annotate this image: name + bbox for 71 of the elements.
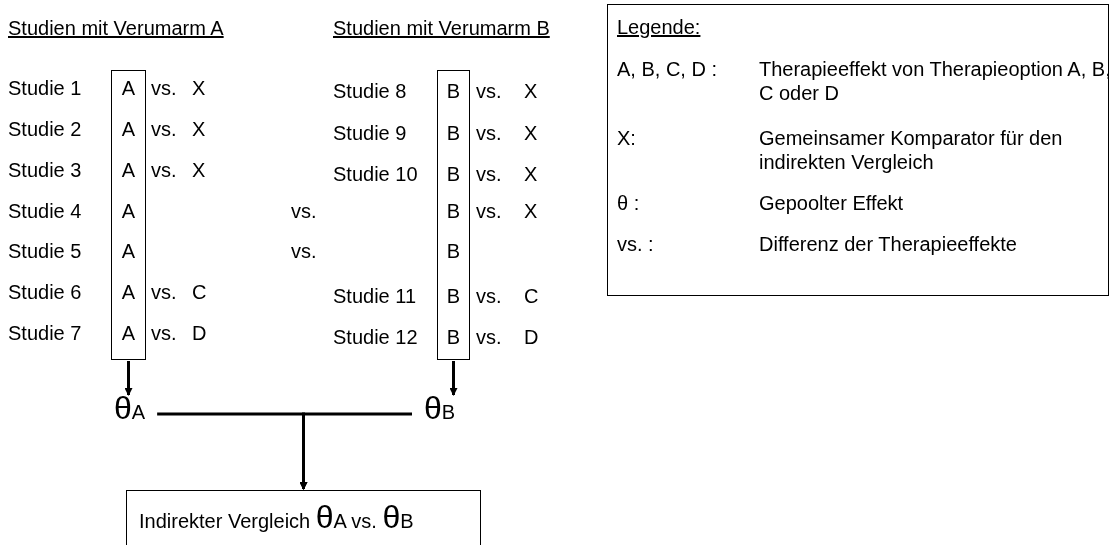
result-box xyxy=(126,490,481,545)
label-text: vs. xyxy=(151,321,177,345)
label-text: C xyxy=(192,280,207,304)
label-text: X xyxy=(524,79,538,103)
arrow xyxy=(299,412,412,490)
effect-column-box xyxy=(437,70,470,360)
label-text: Studie 8 xyxy=(333,79,407,103)
label-text: X xyxy=(192,117,206,141)
effect-letter: B xyxy=(445,162,462,186)
legend-box xyxy=(607,4,1109,296)
label-text: vs. xyxy=(476,284,502,308)
effect-letter: B xyxy=(445,79,462,103)
column-heading: Studien mit Verumarm A xyxy=(8,16,224,40)
legend-title: Legende: xyxy=(617,15,701,39)
legend-description: Gepoolter Effekt xyxy=(759,191,905,215)
label-text: vs. xyxy=(476,325,502,349)
label-text: D xyxy=(524,325,539,349)
label-text: X xyxy=(524,121,538,145)
label-text: Studie 11 xyxy=(333,284,417,308)
effect-letter: B xyxy=(445,199,462,223)
label-text: vs. xyxy=(476,162,502,186)
legend-description: Differenz der Therapieeffekte xyxy=(759,232,1018,256)
effect-letter: A xyxy=(120,321,137,345)
label-text: Studie 3 xyxy=(8,158,82,182)
label-text: vs. xyxy=(151,158,177,182)
effect-letter: A xyxy=(120,76,137,100)
arrow xyxy=(449,361,458,396)
label-text: Studie 1 xyxy=(8,76,82,100)
label-text: Studie 6 xyxy=(8,280,82,304)
label-text: Studie 10 xyxy=(333,162,418,186)
effect-letter: B xyxy=(445,239,462,263)
label-text: X xyxy=(524,162,538,186)
effect-letter: A xyxy=(120,239,137,263)
label-text: X xyxy=(192,158,206,182)
label-text: D xyxy=(192,321,207,345)
effect-letter: B xyxy=(445,284,462,308)
label-text: vs. xyxy=(151,280,177,304)
effect-letter: A xyxy=(120,117,137,141)
label-text: vs. xyxy=(291,239,317,263)
label-text: X xyxy=(524,199,538,223)
label-text: Studie 2 xyxy=(8,117,82,141)
label-text: C xyxy=(524,284,539,308)
legend-description: Gemeinsamer Komparator für den indirekten Vergleich xyxy=(759,126,1064,174)
pooled-effect-label: θA xyxy=(114,396,146,424)
legend-term: A, B, C, D : xyxy=(617,57,718,81)
column-heading: Studien mit Verumarm B xyxy=(333,16,550,40)
label-text: vs. xyxy=(476,199,502,223)
effect-letter: B xyxy=(445,325,462,349)
label-text: Studie 5 xyxy=(8,239,82,263)
effect-letter: A xyxy=(120,158,137,182)
label-text: X xyxy=(192,76,206,100)
arrow xyxy=(124,361,133,396)
label-text: Studie 9 xyxy=(333,121,407,145)
label-text: vs. xyxy=(151,76,177,100)
legend-term: X: xyxy=(617,126,636,150)
effect-letter: A xyxy=(120,199,137,223)
effect-letter: A xyxy=(120,280,137,304)
label-text: vs. xyxy=(476,79,502,103)
label-text: vs. xyxy=(151,117,177,141)
label-text: Studie 12 xyxy=(333,325,418,349)
label-text: vs. xyxy=(476,121,502,145)
label-text: vs. xyxy=(291,199,317,223)
effect-column-box xyxy=(111,70,146,360)
legend-term: θ : xyxy=(617,191,640,215)
label-text: Studie 7 xyxy=(8,321,82,345)
legend-term: vs. : xyxy=(617,232,654,256)
result-text: Indirekter Vergleich θA vs. θB xyxy=(139,505,414,533)
label-text: Studie 4 xyxy=(8,199,82,223)
effect-letter: B xyxy=(445,121,462,145)
pooled-effect-label: θB xyxy=(424,396,456,424)
legend-description: Therapieeffekt von Therapieoption A, B, C oder D xyxy=(759,57,1109,105)
